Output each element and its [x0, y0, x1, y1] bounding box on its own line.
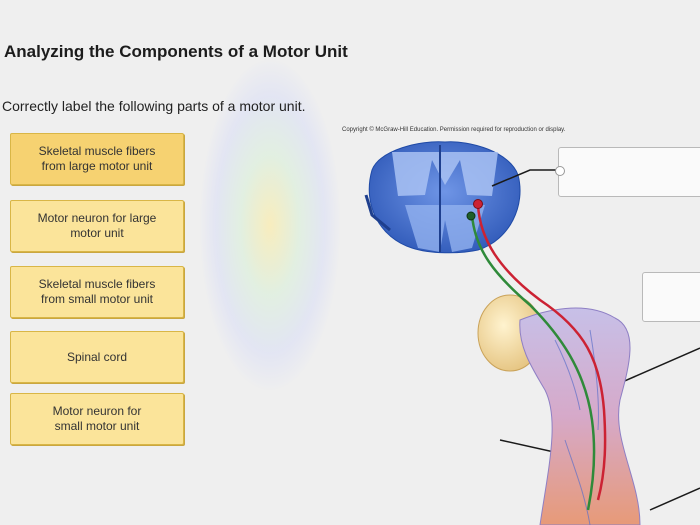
label-text: Motor neuron for small motor unit — [52, 404, 142, 433]
drop-zone-handle — [555, 166, 565, 176]
label-text: Motor neuron for large motor unit — [37, 211, 157, 240]
label-card-muscle-large[interactable]: Skeletal muscle fibers from large motor … — [10, 133, 184, 185]
label-text: Skeletal muscle fibers from large motor … — [38, 144, 156, 173]
label-text: Skeletal muscle fibers from small motor … — [38, 277, 156, 306]
instructions-text: Correctly label the following parts of a… — [2, 98, 306, 114]
page-title: Analyzing the Components of a Motor Unit — [4, 42, 348, 61]
label-card-neuron-large[interactable]: Motor neuron for large motor unit — [10, 200, 184, 252]
label-text: Spinal cord — [66, 349, 128, 364]
label-leader-lines — [491, 169, 700, 511]
label-card-neuron-small[interactable]: Motor neuron for small motor unit — [10, 393, 184, 445]
spinal-cord-illustration — [364, 141, 521, 254]
label-card-muscle-small[interactable]: Skeletal muscle fibers from small motor … — [10, 266, 184, 318]
muscle-illustration — [519, 307, 641, 525]
drop-zone-spinal-cord[interactable] — [558, 147, 700, 197]
copyright-notice: Copyright © McGraw-Hill Education. Permi… — [342, 127, 566, 133]
drop-zone-neuron[interactable] — [642, 272, 700, 322]
label-card-spinal-cord[interactable]: Spinal cord — [10, 331, 184, 383]
bone-illustration — [477, 294, 543, 372]
motor-neurons — [470, 204, 607, 511]
